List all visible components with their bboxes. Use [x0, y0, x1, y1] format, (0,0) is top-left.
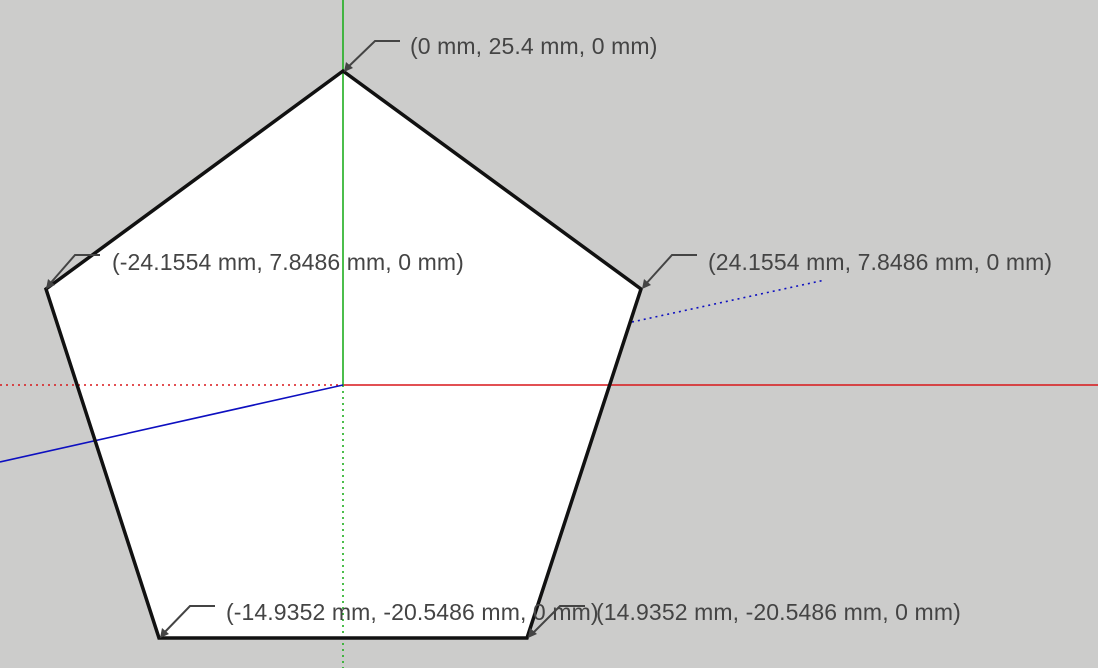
leader-top — [345, 40, 400, 70]
vertex-label-lower-right: (14.9352 mm, -20.5486 mm, 0 mm) — [596, 599, 961, 625]
leader-upper-right — [643, 254, 697, 287]
leader-upper-left — [47, 254, 100, 287]
blue-axis-negative — [0, 384, 344, 463]
vertex-label-lower-left: (-14.9352 mm, -20.5486 mm, 0 mm) — [226, 599, 599, 625]
arrowhead-lower-right — [528, 628, 537, 638]
arrowhead-upper-left — [46, 279, 55, 289]
leader-arrowheads — [46, 62, 651, 638]
label-leaders — [47, 40, 697, 636]
leader-lower-left — [161, 605, 215, 636]
pentagon-edges[interactable] — [43, 68, 644, 640]
vertex-label-upper-left: (-24.1554 mm, 7.8486 mm, 0 mm) — [112, 249, 464, 275]
leader-lower-right — [530, 605, 585, 636]
arrowhead-top — [344, 62, 353, 72]
vertex-label-upper-right: (24.1554 mm, 7.8486 mm, 0 mm) — [708, 249, 1053, 275]
arrowhead-upper-right — [642, 279, 651, 289]
vertex-label-top: (0 mm, 25.4 mm, 0 mm) — [410, 33, 658, 59]
arrowhead-lower-left — [160, 628, 169, 638]
